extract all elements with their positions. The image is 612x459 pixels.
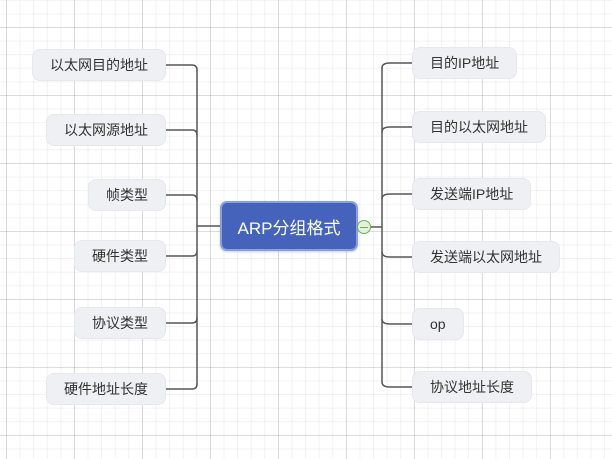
right-topic-dest-ip-address[interactable]: 目的IP地址 bbox=[412, 47, 518, 79]
left-topic-ethernet-src-address[interactable]: 以太网源地址 bbox=[46, 114, 166, 146]
left-topic-hardware-type[interactable]: 硬件类型 bbox=[74, 240, 166, 272]
right-topic-dest-ethernet-address[interactable]: 目的以太网地址 bbox=[412, 111, 546, 143]
left-topic-protocol-type[interactable]: 协议类型 bbox=[74, 307, 166, 339]
right-topic-sender-ethernet-address[interactable]: 发送端以太网地址 bbox=[412, 241, 560, 273]
minus-icon bbox=[360, 226, 368, 228]
left-topic-hardware-addr-length[interactable]: 硬件地址长度 bbox=[46, 373, 166, 405]
left-topic-ethernet-dest-address[interactable]: 以太网目的地址 bbox=[32, 49, 166, 81]
right-topic-protocol-addr-length[interactable]: 协议地址长度 bbox=[412, 371, 532, 403]
collapse-button[interactable] bbox=[357, 220, 371, 234]
left-topic-frame-type[interactable]: 帧类型 bbox=[88, 179, 166, 211]
root-topic[interactable]: ARP分组格式 bbox=[220, 201, 358, 251]
right-topic-sender-ip-address[interactable]: 发送端IP地址 bbox=[412, 178, 532, 210]
right-topic-op[interactable]: op bbox=[412, 308, 464, 340]
